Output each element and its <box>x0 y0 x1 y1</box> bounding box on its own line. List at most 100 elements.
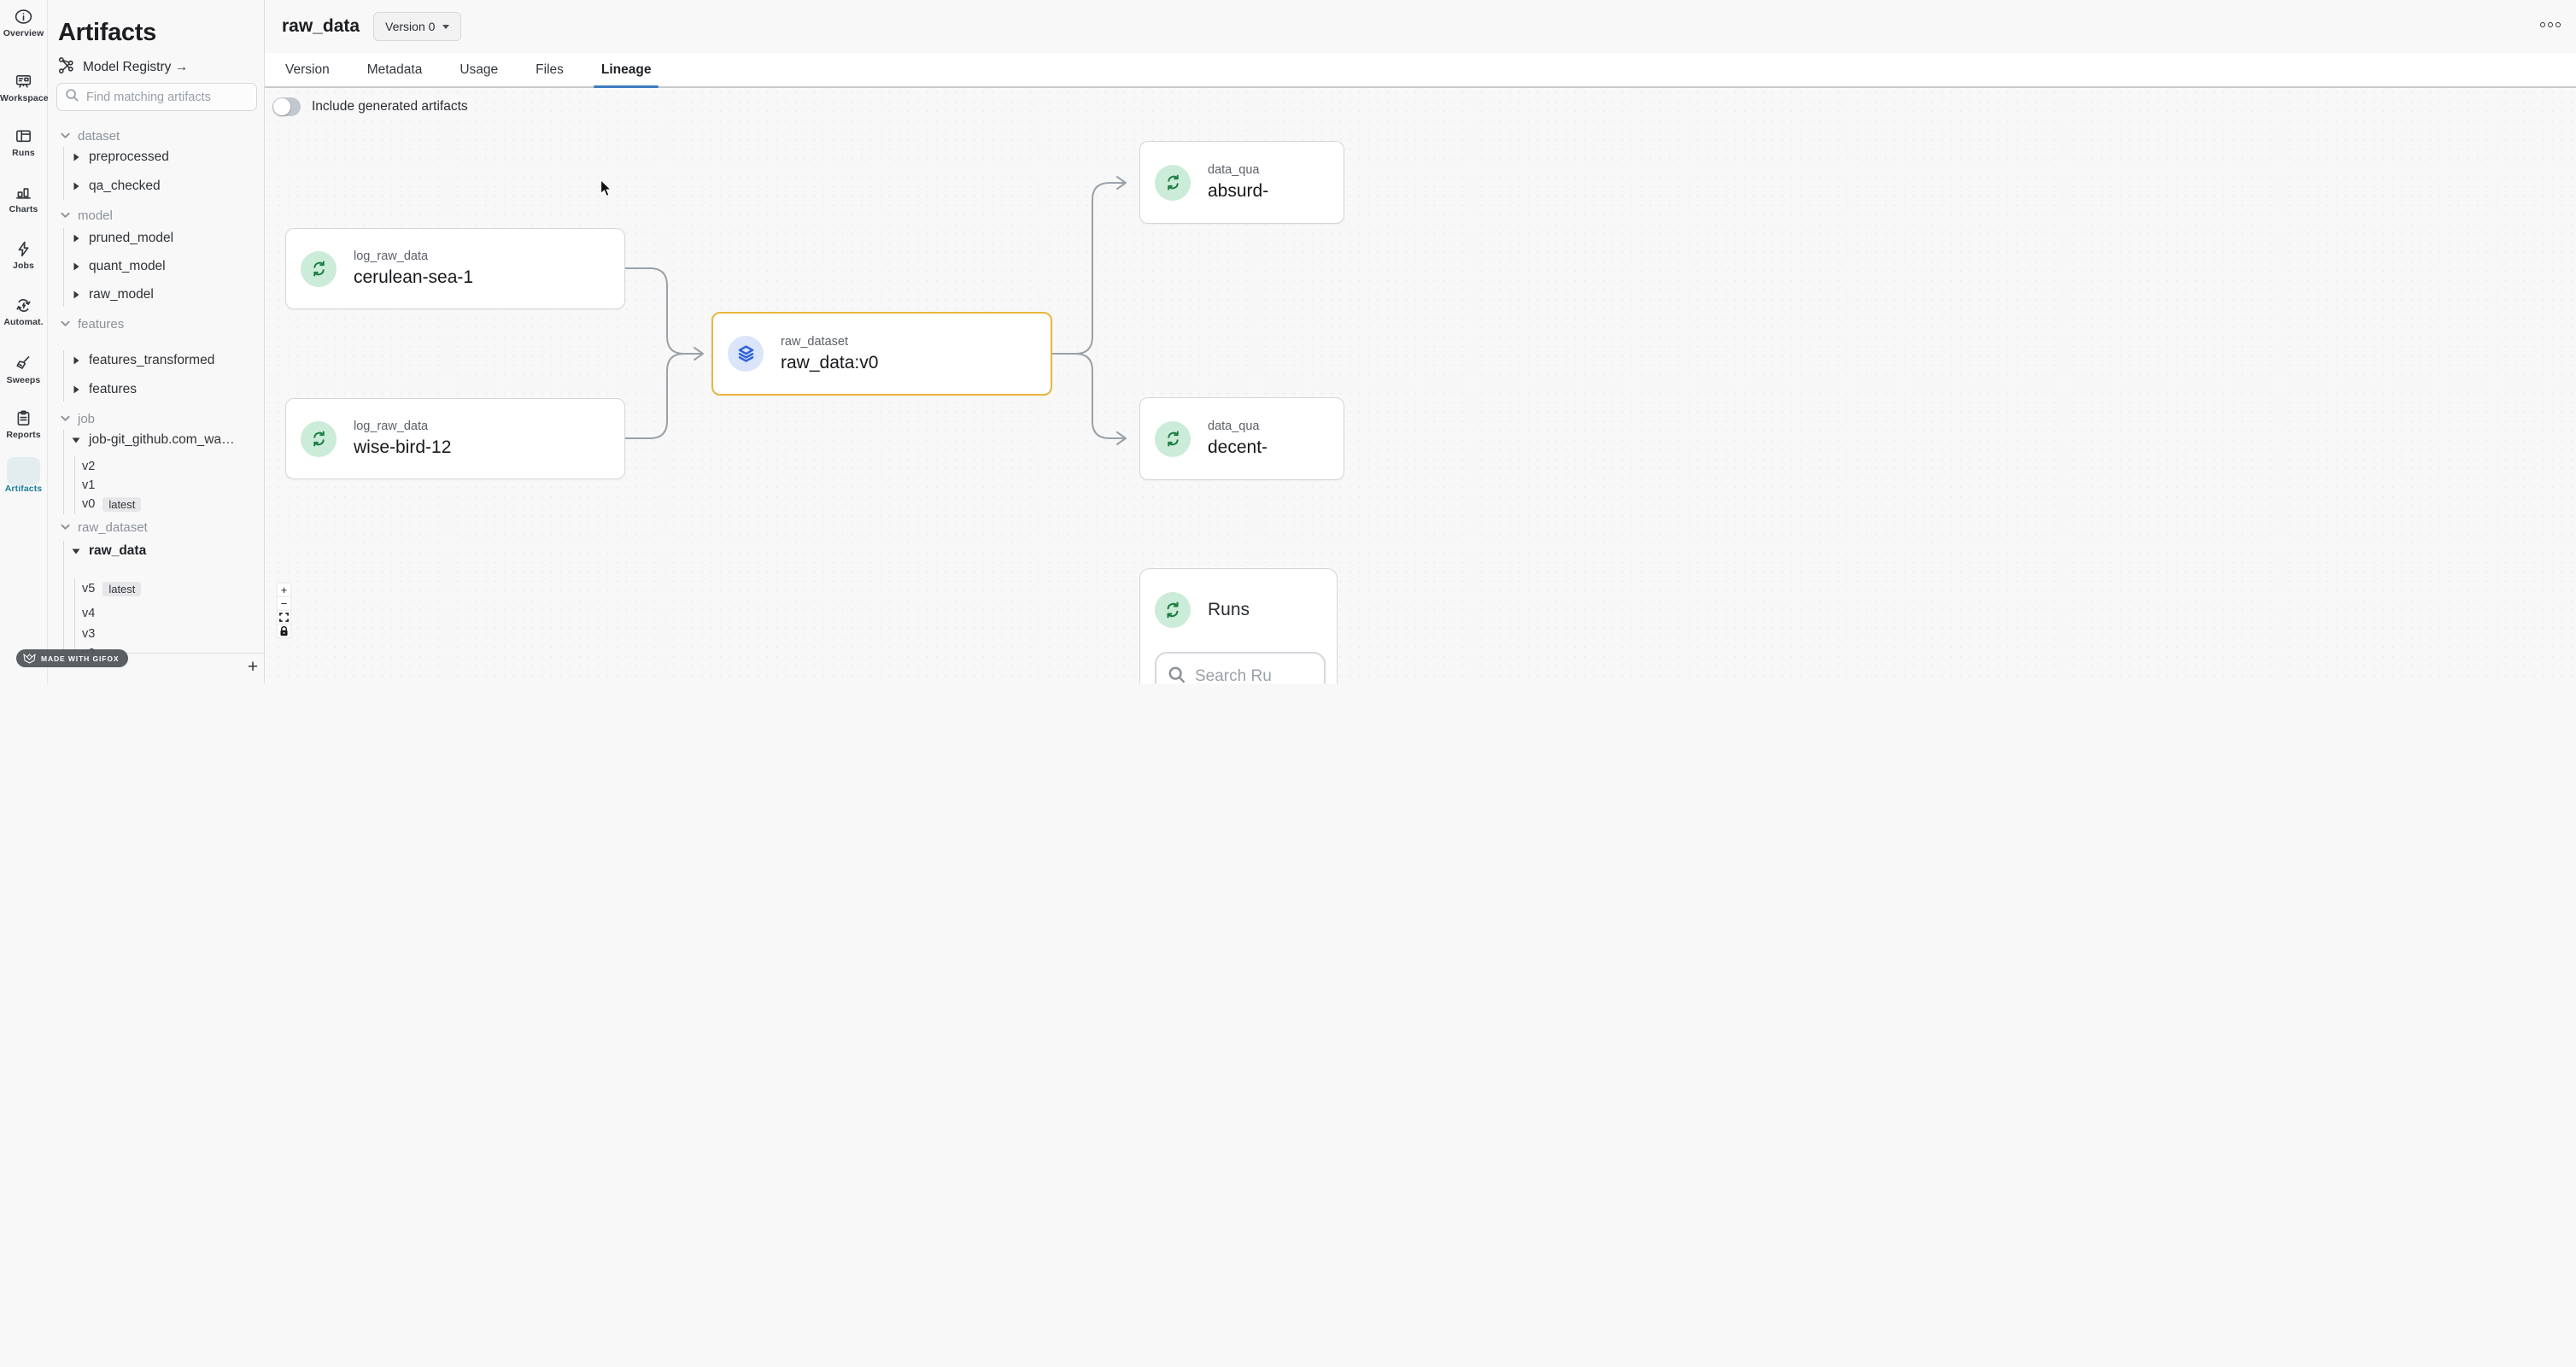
bar-chart-icon <box>0 183 47 202</box>
tree-group-dataset[interactable]: dataset <box>60 127 120 144</box>
zoom-out-button[interactable]: − <box>277 596 291 611</box>
tree-item-pruned-model[interactable]: pruned_model <box>71 230 173 247</box>
clipboard-icon <box>0 408 47 427</box>
latest-badge: latest <box>102 496 142 512</box>
caret-right-icon[interactable] <box>71 385 81 394</box>
sidebar-item-charts[interactable]: Charts <box>0 183 47 214</box>
caret-right-icon[interactable] <box>71 262 81 271</box>
artifact-search[interactable] <box>56 83 257 111</box>
tree-group-raw-dataset[interactable]: raw_dataset <box>60 519 148 536</box>
model-registry-icon <box>58 56 74 79</box>
search-icon <box>65 88 79 107</box>
sidebar-item-label: Overview <box>3 28 44 38</box>
tree-item-features-transformed[interactable]: features_transformed <box>71 352 214 369</box>
model-registry-link[interactable]: Model Registry → <box>58 56 188 79</box>
search-input[interactable] <box>86 90 249 104</box>
tree-item-raw-data[interactable]: raw_data <box>71 543 146 560</box>
sidebar-item-label: Artifacts <box>4 484 43 494</box>
tree-item-features[interactable]: features <box>71 381 137 398</box>
tree-item-v1[interactable]: v1 <box>82 477 95 494</box>
runs-search-box[interactable] <box>1155 652 1326 684</box>
sidebar-item-reports[interactable]: Reports <box>0 408 47 440</box>
tree-item-label: quant_model <box>89 259 166 273</box>
tree-indent-guide <box>62 147 64 200</box>
latest-badge: latest <box>102 581 142 596</box>
caret-right-icon[interactable] <box>71 182 81 191</box>
tree-item-preprocessed[interactable]: preprocessed <box>71 149 169 166</box>
sidebar-item-workspace[interactable]: Workspace <box>0 72 49 103</box>
caret-down-icon[interactable] <box>71 549 81 554</box>
sidebar-item-overview[interactable]: Overview <box>0 7 47 38</box>
zoom-in-button[interactable]: + <box>277 583 291 597</box>
sidebar-item-label: Jobs <box>13 261 34 271</box>
toggle-knob <box>273 98 290 115</box>
lightning-icon <box>0 239 47 258</box>
tab-version[interactable]: Version <box>285 62 330 77</box>
tab-usage[interactable]: Usage <box>460 62 499 77</box>
artifact-header: raw_data Version 0 <box>265 0 2576 53</box>
sidebar-item-label: Sweeps <box>6 375 41 385</box>
chevron-down-icon <box>60 415 70 422</box>
artifact-title: raw_data <box>282 16 360 36</box>
add-artifact-button[interactable]: + <box>247 657 259 677</box>
toggle-label: Include generated artifacts <box>312 99 468 114</box>
sidebar-item-runs[interactable]: Runs <box>0 126 47 158</box>
sidebar-item-sweeps[interactable]: Sweeps <box>0 354 47 385</box>
tree-item-v3[interactable]: v3 <box>82 625 95 642</box>
caret-right-icon[interactable] <box>71 234 81 243</box>
tree-item-quant-model[interactable]: quant_model <box>71 258 166 275</box>
tree-group-job[interactable]: job <box>60 410 95 427</box>
tree-item-raw-model[interactable]: raw_model <box>71 286 154 303</box>
runs-group-node[interactable]: Runs <box>1139 568 1338 684</box>
tree-item-v4[interactable]: v4 <box>82 605 95 622</box>
artifact-main: raw_data Version 0 Version Metadata Usage F… <box>265 0 2576 684</box>
table-icon <box>0 126 47 145</box>
sidebar-item-label: Charts <box>9 204 38 214</box>
sidebar-item-artifacts[interactable]: Artifacts <box>0 457 47 494</box>
caret-right-icon[interactable] <box>71 356 81 365</box>
tree-item-label: v1 <box>82 478 96 492</box>
fit-view-button[interactable] <box>277 610 291 625</box>
tree-item-job-git-github-com-wa-[interactable]: job-git_github.com_wa… <box>71 431 235 449</box>
caret-down-icon[interactable] <box>71 437 81 443</box>
tree-item-qa-checked[interactable]: qa_checked <box>71 178 161 195</box>
run-icon <box>1155 164 1191 201</box>
lock-button[interactable] <box>277 624 291 638</box>
caret-right-icon[interactable] <box>71 290 81 299</box>
tree-item-v2[interactable]: v2 <box>82 458 95 475</box>
include-generated-artifacts-toggle[interactable] <box>272 97 301 116</box>
sidebar-item-jobs[interactable]: Jobs <box>0 239 47 271</box>
node-label: raw_dataset <box>781 334 848 349</box>
lineage-canvas[interactable]: Include generated artifacts log_raw_data… <box>265 88 2576 684</box>
run-icon <box>1155 592 1191 628</box>
page-title: Artifacts <box>58 19 156 46</box>
run-icon <box>301 250 337 287</box>
caret-right-icon[interactable] <box>71 153 81 161</box>
more-options-button[interactable] <box>2540 22 2561 27</box>
tab-files[interactable]: Files <box>536 62 564 77</box>
tree-item-label: qa_checked <box>89 179 161 193</box>
tab-metadata[interactable]: Metadata <box>366 62 423 77</box>
version-dropdown[interactable]: Version 0 <box>373 12 462 41</box>
tab-lineage[interactable]: Lineage <box>593 53 659 88</box>
tree-group-features[interactable]: features <box>60 315 124 332</box>
panel-footer-divider <box>48 653 264 654</box>
tree-item-label: model <box>78 208 113 223</box>
tree-group-model[interactable]: model <box>60 207 113 224</box>
tree-item-label: v3 <box>82 627 96 641</box>
tree-indent-guide <box>62 430 64 514</box>
tree-item-label: dataset <box>78 128 120 144</box>
runs-group-label: Runs <box>1208 600 1250 619</box>
tree-item-label: pruned_model <box>89 231 174 245</box>
runs-search-input[interactable] <box>1195 667 1313 684</box>
sidebar-item-automations[interactable]: Automat. <box>0 296 47 327</box>
workspace-icon <box>0 72 47 91</box>
